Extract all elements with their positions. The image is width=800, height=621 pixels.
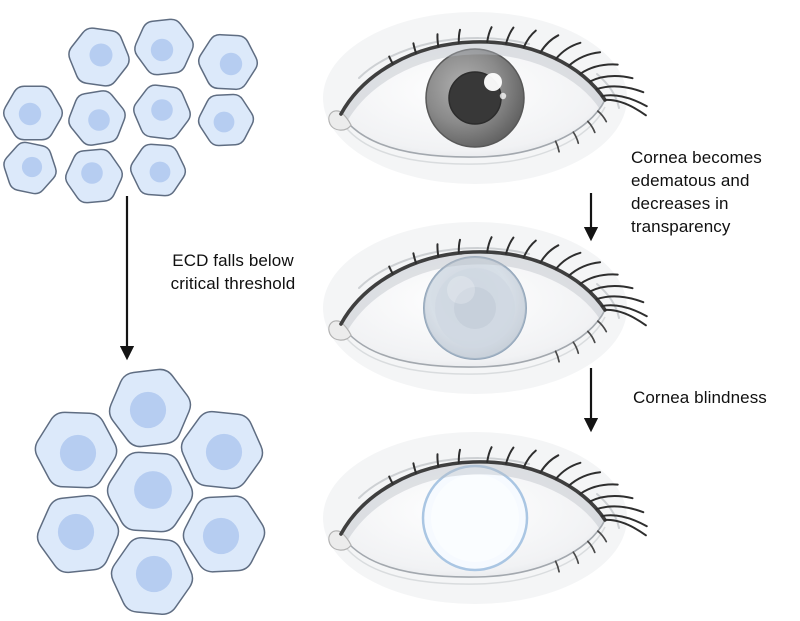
iris-normal [425,48,525,148]
cell-nucleus [21,156,43,178]
cell-nucleus [57,513,95,551]
cell-nucleus [89,43,113,67]
cell-nucleus [150,38,174,62]
upper-lid-line [339,250,607,326]
eyelashes [388,26,648,153]
cell-nucleus [151,99,173,121]
lid-crease [358,457,530,499]
blindness-label: Cornea blindness [633,388,767,407]
cell-nucleus [134,471,172,509]
cell-nucleus [59,434,97,472]
eyelashes [388,446,648,573]
cornea-opaque [421,464,529,572]
eye-edematous [323,222,648,394]
tear-duct [328,320,352,341]
pupil-highlight [484,73,502,91]
cell-nucleus [202,517,240,555]
upper-lid-line [339,40,607,116]
eye-blind [323,432,648,604]
cell-nucleus [88,109,110,131]
ecd-threshold-label: ECD falls below critical threshold [170,251,296,293]
cell-nucleus [205,433,243,471]
eyelashes [388,236,648,363]
endothelium-sparse-cluster [34,368,266,615]
endothelium-dense-cluster [2,18,259,204]
upper-lid-line [339,460,607,536]
lower-lid-line [340,519,606,578]
cell-nucleus [219,52,243,76]
tear-duct [328,110,352,131]
cell-nucleus [213,111,235,133]
cell-nucleus [149,161,171,183]
cell-nucleus [81,162,103,184]
cornea-edematous [423,256,527,360]
cell-nucleus [135,555,173,593]
lower-lid-line [340,309,606,368]
edematous-label: Cornea becomes edematous and decreases i… [631,148,762,236]
eye-normal [323,12,648,184]
lid-crease [358,247,530,289]
cell-nucleus [18,102,42,126]
cell-nucleus [129,391,167,429]
lid-crease [358,37,530,79]
lower-lid-line [340,99,606,158]
tear-duct [328,530,352,551]
